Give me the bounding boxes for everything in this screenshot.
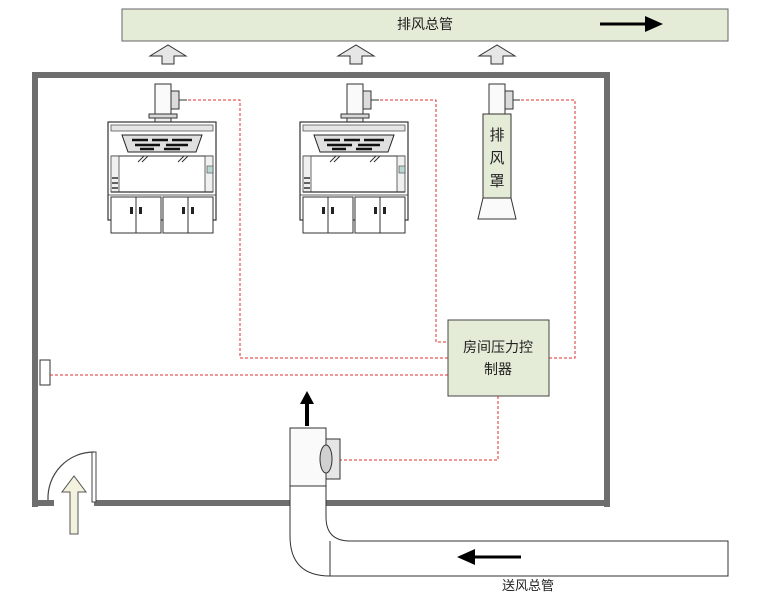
room-wall-left — [32, 72, 38, 507]
room-pressure-controller — [447, 319, 550, 397]
fume-cabinet-2 — [298, 82, 410, 235]
room-wall-bottom-left — [32, 500, 54, 506]
room-wall-top — [32, 72, 610, 78]
supply-air-valve — [289, 427, 341, 487]
wall-pressure-sensor — [39, 359, 51, 386]
controller-label-2: 制器 — [484, 362, 512, 378]
control-signal-lines — [50, 99, 576, 461]
controller-label-1: 房间压力控 — [463, 340, 533, 356]
supply-main-label: 送风总管 — [502, 579, 554, 594]
door-inflow-arrow — [61, 475, 87, 535]
exhaust-up-arrow-2 — [336, 44, 376, 65]
exhaust-up-arrow-3 — [477, 44, 517, 65]
door — [47, 451, 97, 503]
exhaust-hood — [477, 83, 520, 220]
exhaust-main-label: 排风总管 — [397, 17, 453, 33]
exhaust-hood-label-3: 罩 — [489, 172, 504, 190]
supply-flow-arrow — [457, 549, 521, 565]
exhaust-flow-arrow — [600, 16, 663, 32]
exhaust-hood-label-2: 风 — [489, 149, 504, 167]
room-wall-bottom-right — [94, 500, 610, 506]
supply-main-duct — [289, 485, 729, 577]
room-wall-right — [604, 72, 610, 507]
exhaust-up-arrow-1 — [148, 44, 188, 65]
supply-air-up-arrow — [300, 391, 314, 426]
fume-cabinet-1 — [106, 82, 218, 235]
exhaust-hood-label-1: 排 — [489, 126, 504, 144]
